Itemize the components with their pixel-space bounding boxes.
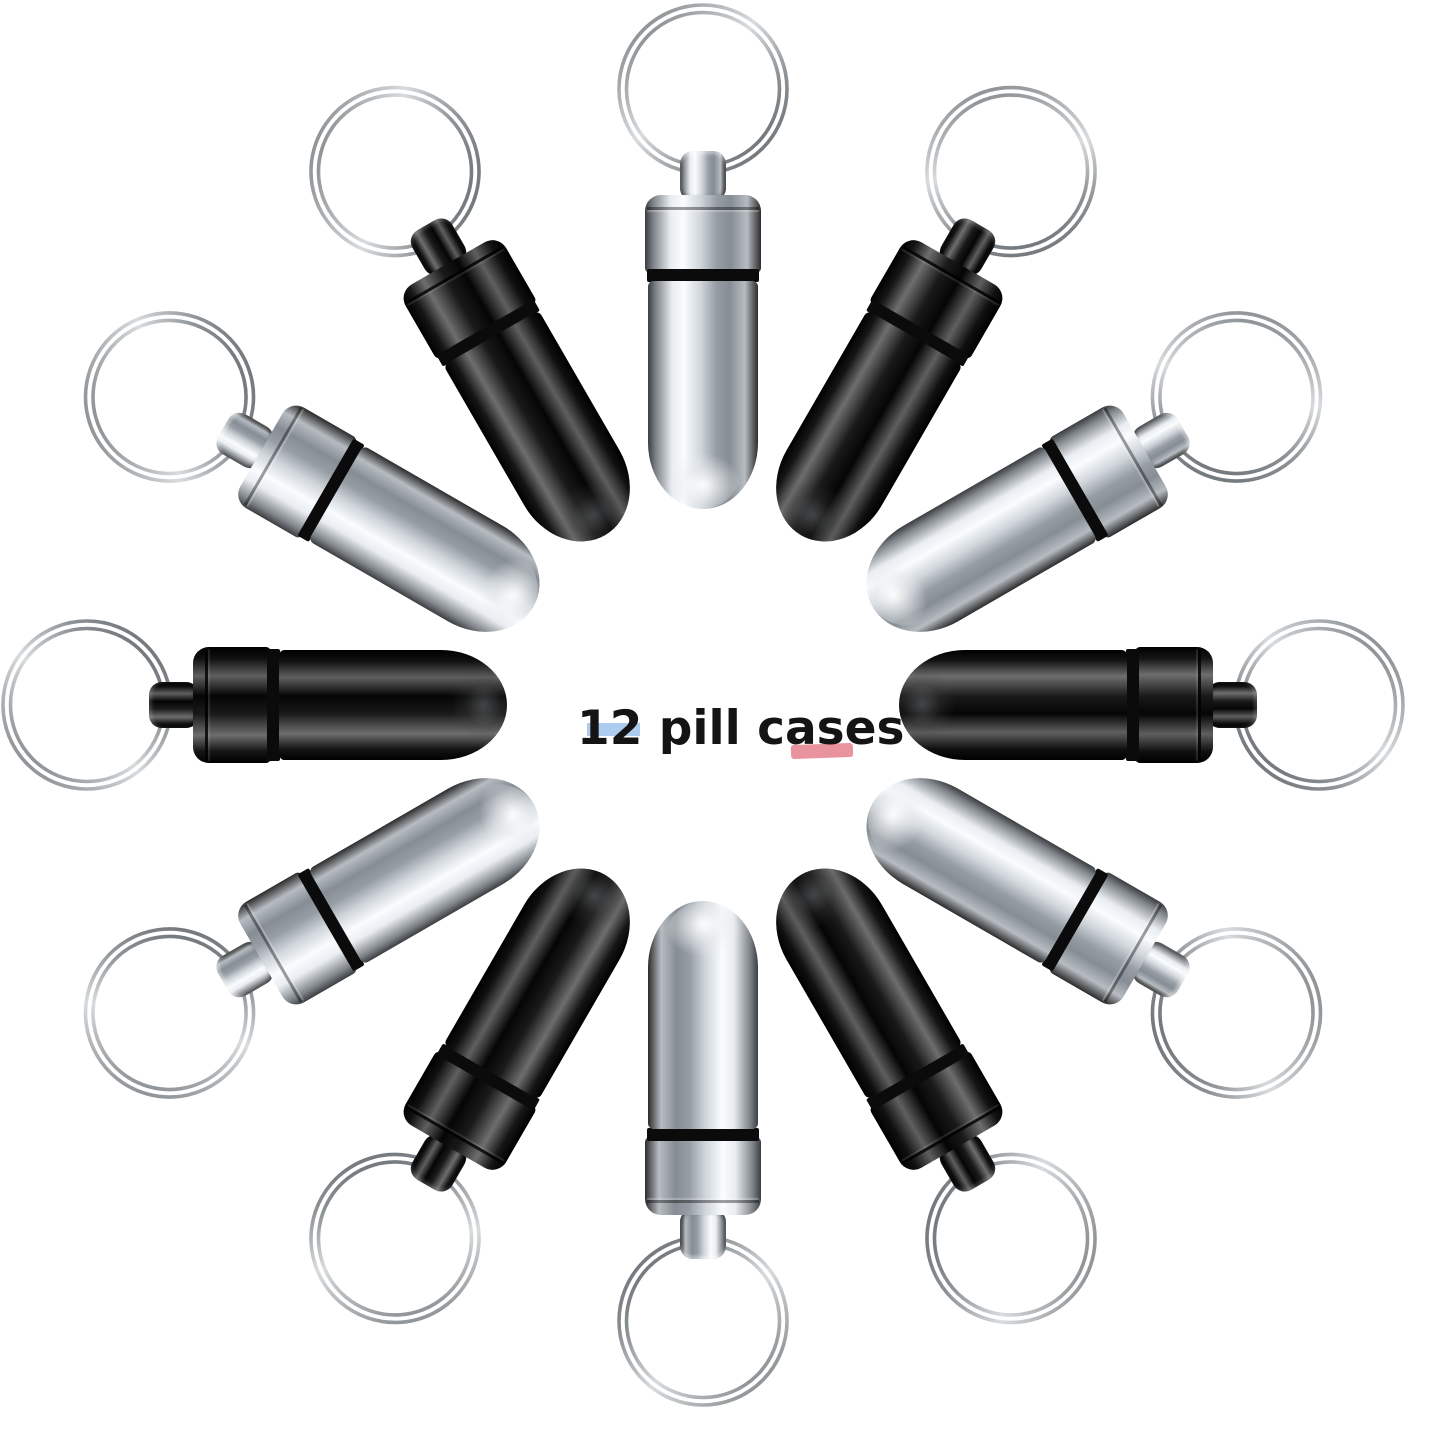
capsule-cap bbox=[645, 1137, 761, 1215]
pill-case-keychain-8-oclock bbox=[44, 623, 750, 1141]
pill-case-keychain-9-oclock bbox=[0, 610, 703, 800]
pill-case-keychain-3-oclock bbox=[703, 610, 1409, 800]
pill-case-keychain-6-oclock bbox=[608, 705, 798, 1411]
keyring bbox=[1233, 619, 1405, 791]
pill-case-keychain-2-oclock bbox=[656, 270, 1362, 788]
o-ring-seal bbox=[1126, 649, 1139, 761]
pill-case-keychain-1-oclock bbox=[621, 46, 1139, 752]
o-ring-seal bbox=[647, 269, 759, 282]
connector-lug bbox=[149, 682, 199, 728]
pill-case-keychain-5-oclock bbox=[621, 658, 1139, 1364]
capsule-cap bbox=[1135, 647, 1213, 763]
caption-text: 12 pill cases bbox=[577, 701, 905, 756]
capsule-cap bbox=[645, 195, 761, 273]
pill-case-keychain-4-oclock bbox=[656, 623, 1362, 1141]
caption: 12 pill cases bbox=[577, 701, 905, 760]
o-ring-seal bbox=[647, 1128, 759, 1141]
pill-case-keychain-12-oclock bbox=[608, 0, 798, 705]
pill-case-keychain-10-oclock bbox=[44, 270, 750, 788]
pill-case-keychain-11-oclock bbox=[268, 46, 786, 752]
pill-case-keychain-7-oclock bbox=[268, 658, 786, 1364]
connector-lug bbox=[680, 151, 726, 201]
connector-lug bbox=[680, 1209, 726, 1259]
connector-lug bbox=[1207, 682, 1257, 728]
capsule-cap bbox=[193, 647, 271, 763]
count-highlight-mark bbox=[587, 723, 640, 736]
capsule-body bbox=[648, 281, 758, 509]
keyring bbox=[617, 1235, 789, 1407]
